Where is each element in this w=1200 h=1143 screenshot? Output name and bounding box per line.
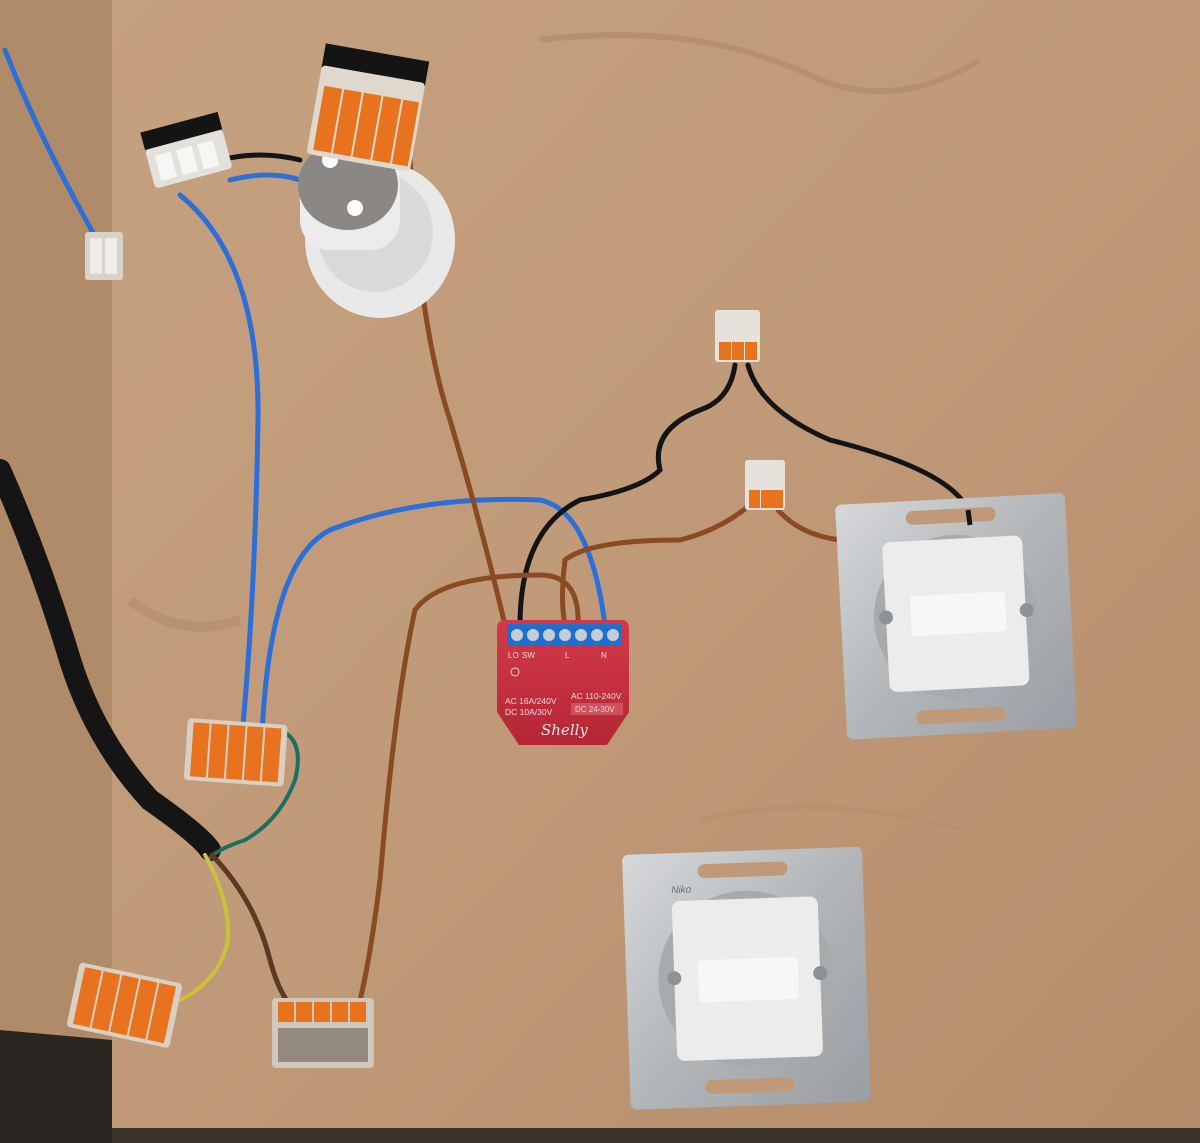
terminal-label-lo: LO [508,651,519,660]
relay-brand-logo: Shelly [541,721,588,739]
wago-connector-bottom-center [272,998,374,1068]
wood-grain [699,805,961,832]
lever [207,723,228,779]
lever [772,490,783,508]
connector-shadow [140,111,223,150]
terminal-screw [511,629,523,641]
terminal-screw [607,629,619,641]
lever [332,89,362,157]
switch-rocker [910,591,1007,636]
bottom-shadow [0,1030,112,1143]
lever [176,145,199,176]
ground-wire [178,853,231,1002]
lever [761,490,772,508]
terminal-screw [575,629,587,641]
lever [719,342,731,360]
relay-spec-highlight [571,703,623,715]
black-mains-cable [0,459,221,861]
connector-shadow [321,43,430,87]
lamp-pin-hole [347,200,363,216]
lever [749,490,760,508]
blue-wire [2,47,103,248]
screw [813,966,828,981]
bottom-edge [112,1128,1200,1143]
black-wire [745,362,971,513]
wago-connector-middle-right [745,460,785,510]
switch-brand-mark: Niko [671,885,692,897]
lever [225,724,246,780]
lever [314,1002,330,1022]
lever [189,722,210,778]
wood-grain [126,596,242,632]
blue-wire [177,192,261,738]
wago-connector-far-left [85,232,123,280]
brown-wire [209,852,293,1008]
brown-wire [357,572,581,1003]
shelly-relay: LO SW L N AC 16A/240V DC 10A/30V AC 110-… [497,620,629,745]
plate-slot [697,861,788,879]
connector-window [278,1028,368,1062]
lever [243,726,264,782]
lever [110,975,139,1036]
lever [105,238,117,274]
lever [91,971,121,1032]
terminal-screw [591,629,603,641]
lever [197,140,220,170]
terminal-label-sw: SW [522,651,535,660]
relay-spec-right-1: AC 110-240V [571,691,622,701]
lever [72,967,102,1028]
blue-wire [259,496,608,738]
relay-spec-right-2: DC 24-30V [575,705,615,714]
wago-connector-lower-left [183,718,288,787]
brown-wire [775,507,843,543]
lever [350,1002,366,1022]
terminal-screw [543,629,555,641]
wood-grain [539,32,982,95]
relay-spec-left-2: DC 10A/30V [505,707,553,717]
lever [261,727,282,783]
wago-connector-top-center [307,43,430,172]
wall-switch-lower: Niko [622,846,871,1110]
lever [154,151,177,181]
lever [332,1002,348,1022]
terminal-label-n: N [601,651,607,660]
ground-wire [206,728,300,862]
lever [745,342,757,360]
terminal-screw [559,629,571,641]
black-wire-end [965,509,973,526]
black-wire [517,362,738,628]
lever [128,979,158,1040]
terminal-label-l: L [565,651,570,660]
screw [878,610,893,625]
lever [352,92,382,160]
screw [667,971,682,986]
lever [391,99,419,167]
wall-switch-upper [835,493,1077,740]
blue-wire [227,172,303,183]
terminal-screw [527,629,539,641]
lever [278,1002,294,1022]
relay-spec-left-1: AC 16A/240V [505,696,557,706]
wago-connector-bottom-left [67,962,182,1048]
lever [147,982,177,1044]
plate-slot [916,706,1007,725]
plate-slot [705,1077,796,1094]
wago-connector-upper-right [715,310,760,362]
lamp-symbol-icon [510,667,520,677]
lamp-socket [298,140,455,318]
plate-slot [905,506,996,525]
lever [732,342,744,360]
screw [1019,603,1034,618]
lever [372,96,402,164]
lever [313,85,343,153]
lever [90,238,102,274]
switch-rocker [697,957,799,1003]
wago-connector-top-left [140,111,232,188]
lever [296,1002,312,1022]
brown-wire [560,502,753,628]
background-board-left [0,0,130,1143]
